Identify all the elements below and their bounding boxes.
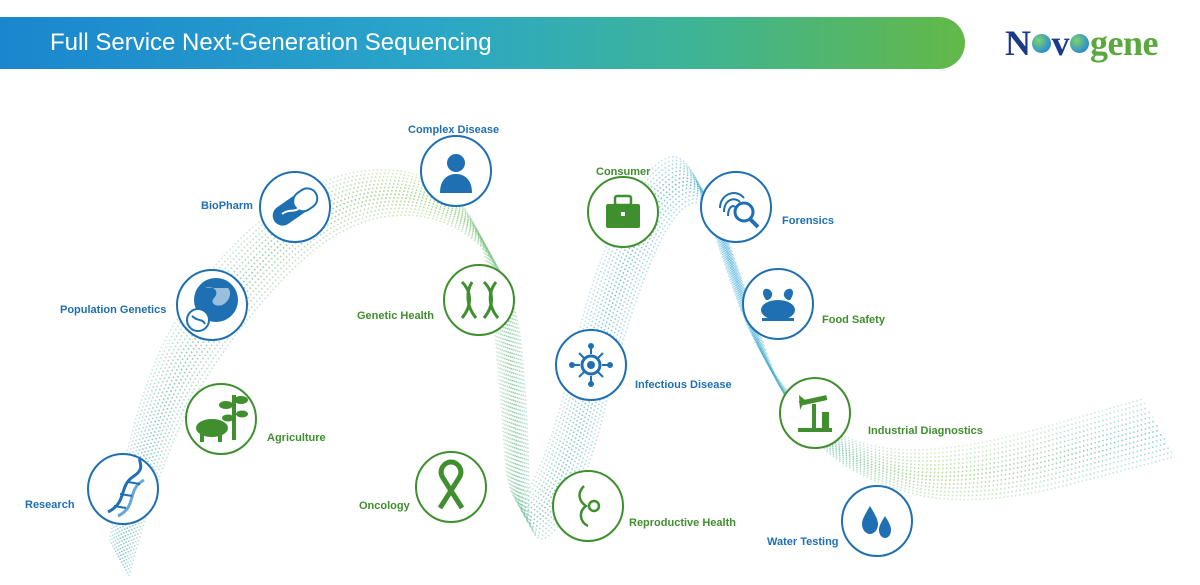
circle-complex-disease[interactable] (420, 135, 492, 207)
title-banner: Full Service Next-Generation Sequencing (0, 17, 965, 69)
circle-population-genetics[interactable] (176, 269, 248, 341)
roast-chicken-icon (761, 288, 795, 321)
circle-forensics[interactable] (700, 171, 772, 243)
oil-pump-icon (798, 395, 832, 432)
sequence-strand (122, 187, 1166, 566)
label-agriculture: Agriculture (267, 432, 326, 444)
circle-agriculture[interactable] (185, 383, 257, 455)
label-population-genetics: Population Genetics (60, 304, 167, 316)
label-food-safety: Food Safety (822, 314, 885, 326)
circle-consumer[interactable] (587, 176, 659, 248)
dna-helix-icon (107, 457, 145, 518)
label-complex-disease: Complex Disease (408, 124, 500, 136)
pig-plant-icon (196, 395, 248, 442)
virus-icon (569, 343, 613, 387)
pregnancy-icon (578, 485, 601, 528)
sequence-strand (117, 177, 1158, 558)
circle-reproductive-health[interactable] (552, 470, 624, 542)
circle-biopharm[interactable] (259, 171, 331, 243)
label-forensics: Forensics (782, 215, 834, 227)
awareness-ribbon-icon (437, 459, 465, 510)
label-biopharm: BioPharm (201, 200, 253, 212)
water-drops-icon (862, 506, 891, 538)
circle-industrial-diagnostics[interactable] (779, 377, 851, 449)
label-research: Research (25, 499, 75, 511)
page-title: Full Service Next-Generation Sequencing (50, 29, 492, 56)
circle-genetic-health[interactable] (443, 264, 515, 336)
pill-capsule-icon (272, 187, 319, 226)
label-industrial-diagnostics: Industrial Diagnostics (868, 425, 983, 437)
label-consumer: Consumer (596, 166, 651, 178)
chromosome-icon (460, 280, 500, 319)
circle-infectious-disease[interactable] (555, 329, 627, 401)
globe-icon (1070, 34, 1089, 53)
sequence-strand (126, 198, 1173, 574)
sequence-strand (128, 201, 1175, 577)
circle-water-testing[interactable] (841, 485, 913, 557)
label-reproductive-health: Reproductive Health (629, 517, 736, 529)
label-water-testing: Water Testing (767, 536, 839, 548)
label-genetic-health: Genetic Health (357, 310, 435, 322)
label-oncology: Oncology (359, 500, 410, 512)
briefcase-icon (606, 194, 640, 228)
person-icon (440, 154, 472, 193)
circle-research[interactable] (87, 453, 159, 525)
globe-icon (1031, 34, 1051, 53)
label-infectious-disease: Infectious Disease (635, 379, 732, 391)
fingerprint-magnifier-icon (719, 192, 760, 229)
circle-food-safety[interactable] (742, 268, 814, 340)
globe-dna-icon (186, 278, 238, 332)
circle-oncology[interactable] (415, 451, 487, 523)
